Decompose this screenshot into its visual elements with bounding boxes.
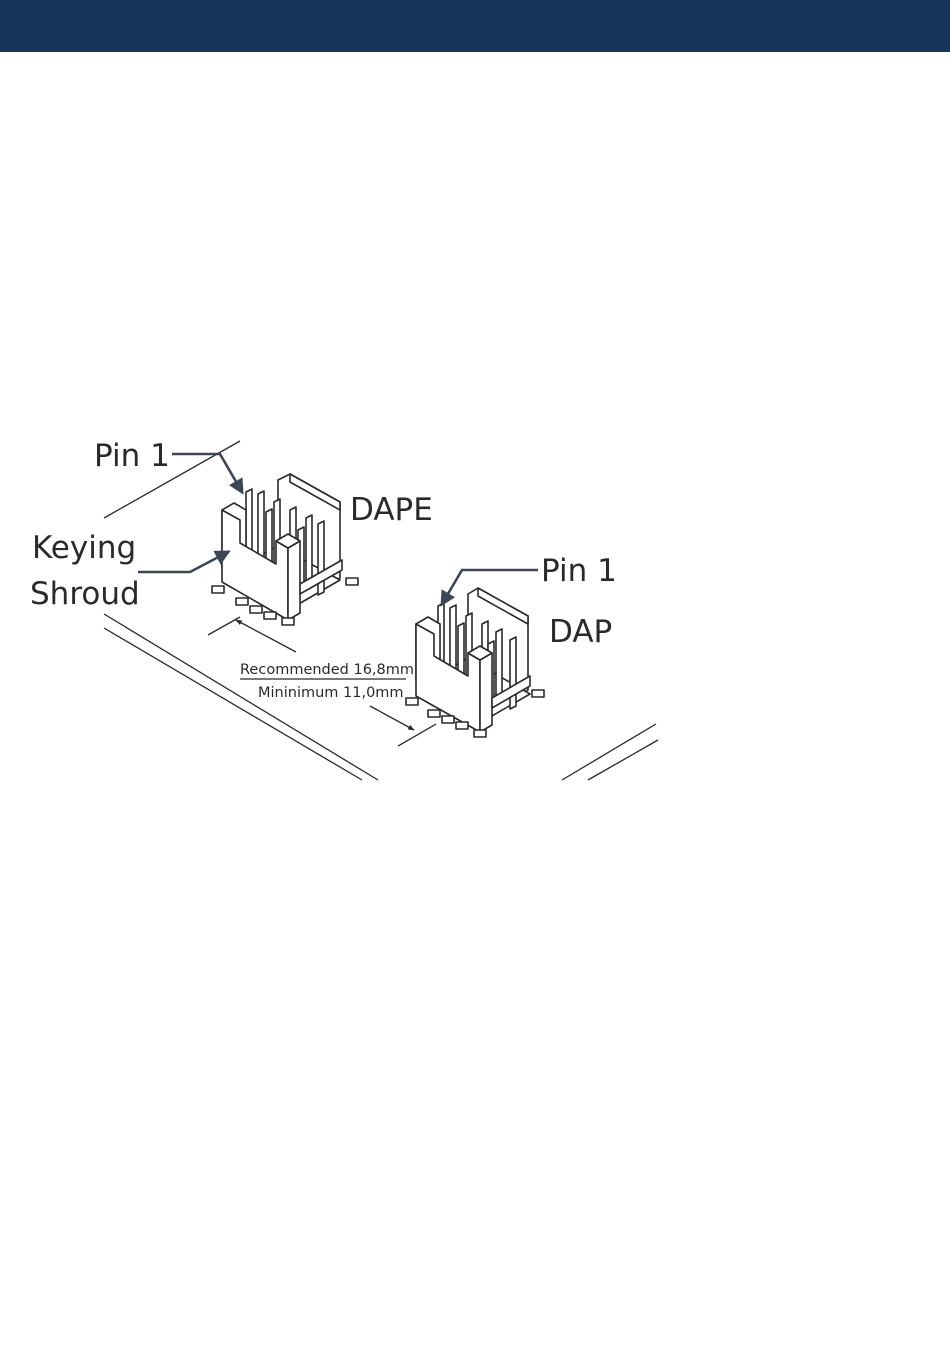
dap-connector — [406, 588, 544, 737]
shroud-label: Shroud — [30, 576, 140, 612]
pin1-right-label: Pin 1 — [541, 553, 617, 589]
pin1-left-label: Pin 1 — [94, 438, 170, 474]
minimum-spacing-label: Mininimum 11,0mm — [258, 685, 404, 701]
spacing-dimension — [208, 617, 436, 746]
dape-connector — [212, 474, 358, 625]
keying-label: Keying — [32, 530, 136, 566]
dape-label: DAPE — [350, 492, 433, 528]
dap-label: DAP — [549, 614, 612, 650]
keying-shroud-leader — [138, 552, 228, 572]
recommended-spacing-label: Recommended 16,8mm — [240, 662, 414, 678]
